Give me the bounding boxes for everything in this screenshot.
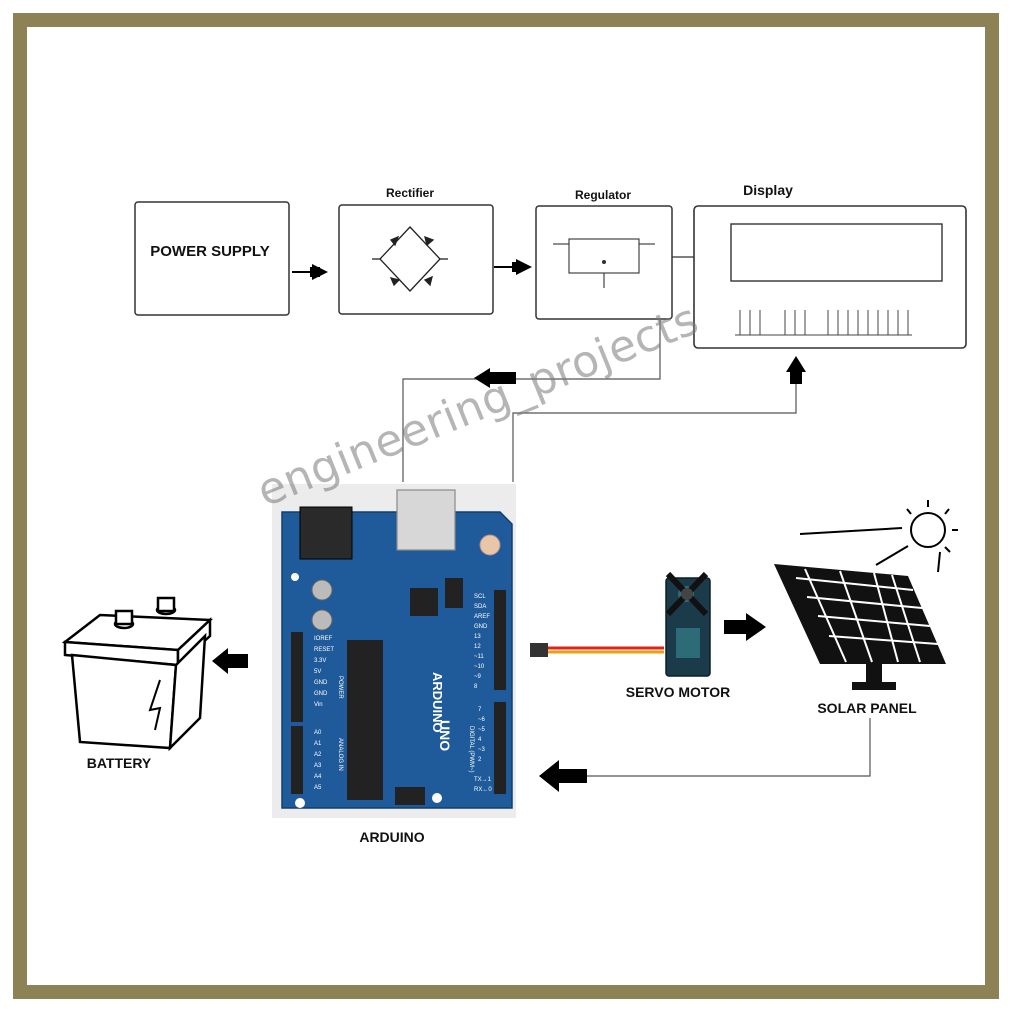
digital-section-label: DIGITAL (PWM~) <box>468 726 474 773</box>
display-label: Display <box>743 182 793 198</box>
arrow-servo-to-solar <box>724 613 766 641</box>
power-pin-label-0: IOREF <box>314 636 333 642</box>
arrow-rectifier-to-regulator <box>494 259 532 275</box>
digital-pin-label-10: 7 <box>478 707 482 713</box>
analog-pin-label-5: A5 <box>314 785 322 791</box>
digital-pin-label-3: GND <box>474 624 488 630</box>
digital-pin-label-7: ~10 <box>474 664 485 670</box>
digital-pin-label-15: 2 <box>478 757 482 763</box>
solar-panel-icon <box>774 564 946 690</box>
digital-pin-label-4: 13 <box>474 634 481 640</box>
digital-pin-label-6: ~11 <box>474 654 484 660</box>
battery-icon <box>61 596 214 752</box>
regulator-to-arduino-connection <box>402 320 661 482</box>
regulator-block: Regulator <box>535 188 673 320</box>
solar-panel-label: SOLAR PANEL <box>817 700 917 716</box>
digital-header-bottom <box>494 702 506 794</box>
rectifier-label: Rectifier <box>386 186 434 200</box>
power-jack <box>299 506 353 560</box>
digital-pin-label-13: 4 <box>478 737 482 743</box>
regulator-label: Regulator <box>575 188 631 202</box>
regulator-ic-icon <box>553 238 655 288</box>
digital-pin-label-14: ~3 <box>478 747 486 753</box>
power-pin-label-3: 5V <box>314 669 321 675</box>
digital-pin-label-0: SCL <box>474 594 486 600</box>
arrow-power-to-rectifier <box>292 264 328 280</box>
analog-pin-label-1: A1 <box>314 741 322 747</box>
lcd-screen <box>730 223 943 282</box>
digital-pin-label-12: ~5 <box>478 727 486 733</box>
digital-pin-label-17: RX←0 <box>474 787 492 793</box>
power-supply-label: POWER SUPPLY <box>150 243 269 260</box>
digital-pin-label-1: SDA <box>474 604 486 610</box>
sun-icon <box>799 500 958 573</box>
rectifier-block: Rectifier <box>338 186 494 315</box>
servo-motor-label: SERVO MOTOR <box>626 684 731 700</box>
digital-pin-label-8: ~9 <box>474 674 482 680</box>
power-pin-label-4: GND <box>314 680 328 686</box>
servo-motor-icon <box>530 571 711 677</box>
digital-pin-label-11: ~6 <box>478 717 486 723</box>
power-pin-label-1: RESET <box>314 647 334 653</box>
digital-pin-label-9: 8 <box>474 684 478 690</box>
power-pin-label-6: Vin <box>314 702 323 708</box>
solar-to-arduino-connection <box>539 718 871 792</box>
arduino-uno-board: ARDUINO UNO IOREF RESET 3.3V 5V GND GND … <box>272 484 516 818</box>
arduino-label: ARDUINO <box>359 829 424 845</box>
bridge-rectifier-icon <box>372 226 448 292</box>
power-pin-label-2: 3.3V <box>314 658 326 664</box>
battery-label: BATTERY <box>87 755 152 771</box>
arduino-to-display-connection <box>512 356 806 482</box>
analog-section-label: ANALOG IN <box>337 738 343 771</box>
power-supply-block: POWER SUPPLY <box>134 201 290 316</box>
digital-pin-label-5: 12 <box>474 644 481 650</box>
analog-pin-label-2: A2 <box>314 752 322 758</box>
usb-connector <box>396 489 456 551</box>
power-pin-label-5: GND <box>314 691 328 697</box>
analog-header <box>291 726 303 794</box>
power-header <box>291 632 303 722</box>
lcd-pins <box>735 310 912 336</box>
digital-pin-label-2: AREF <box>474 614 490 620</box>
power-section-label: POWER <box>337 676 343 699</box>
digital-header-top <box>494 590 506 690</box>
display-block: Display <box>693 182 967 349</box>
analog-pin-label-0: A0 <box>314 730 322 736</box>
microcontroller-chip <box>347 640 383 800</box>
analog-pin-label-3: A3 <box>314 763 322 769</box>
arrow-arduino-to-battery <box>212 648 248 674</box>
reset-button <box>479 534 501 556</box>
arduino-model-text: UNO <box>437 720 453 751</box>
analog-pin-label-4: A4 <box>314 774 322 780</box>
digital-pin-label-16: TX→1 <box>474 777 492 783</box>
arduino-logo-text: ARDUINO <box>430 672 445 733</box>
